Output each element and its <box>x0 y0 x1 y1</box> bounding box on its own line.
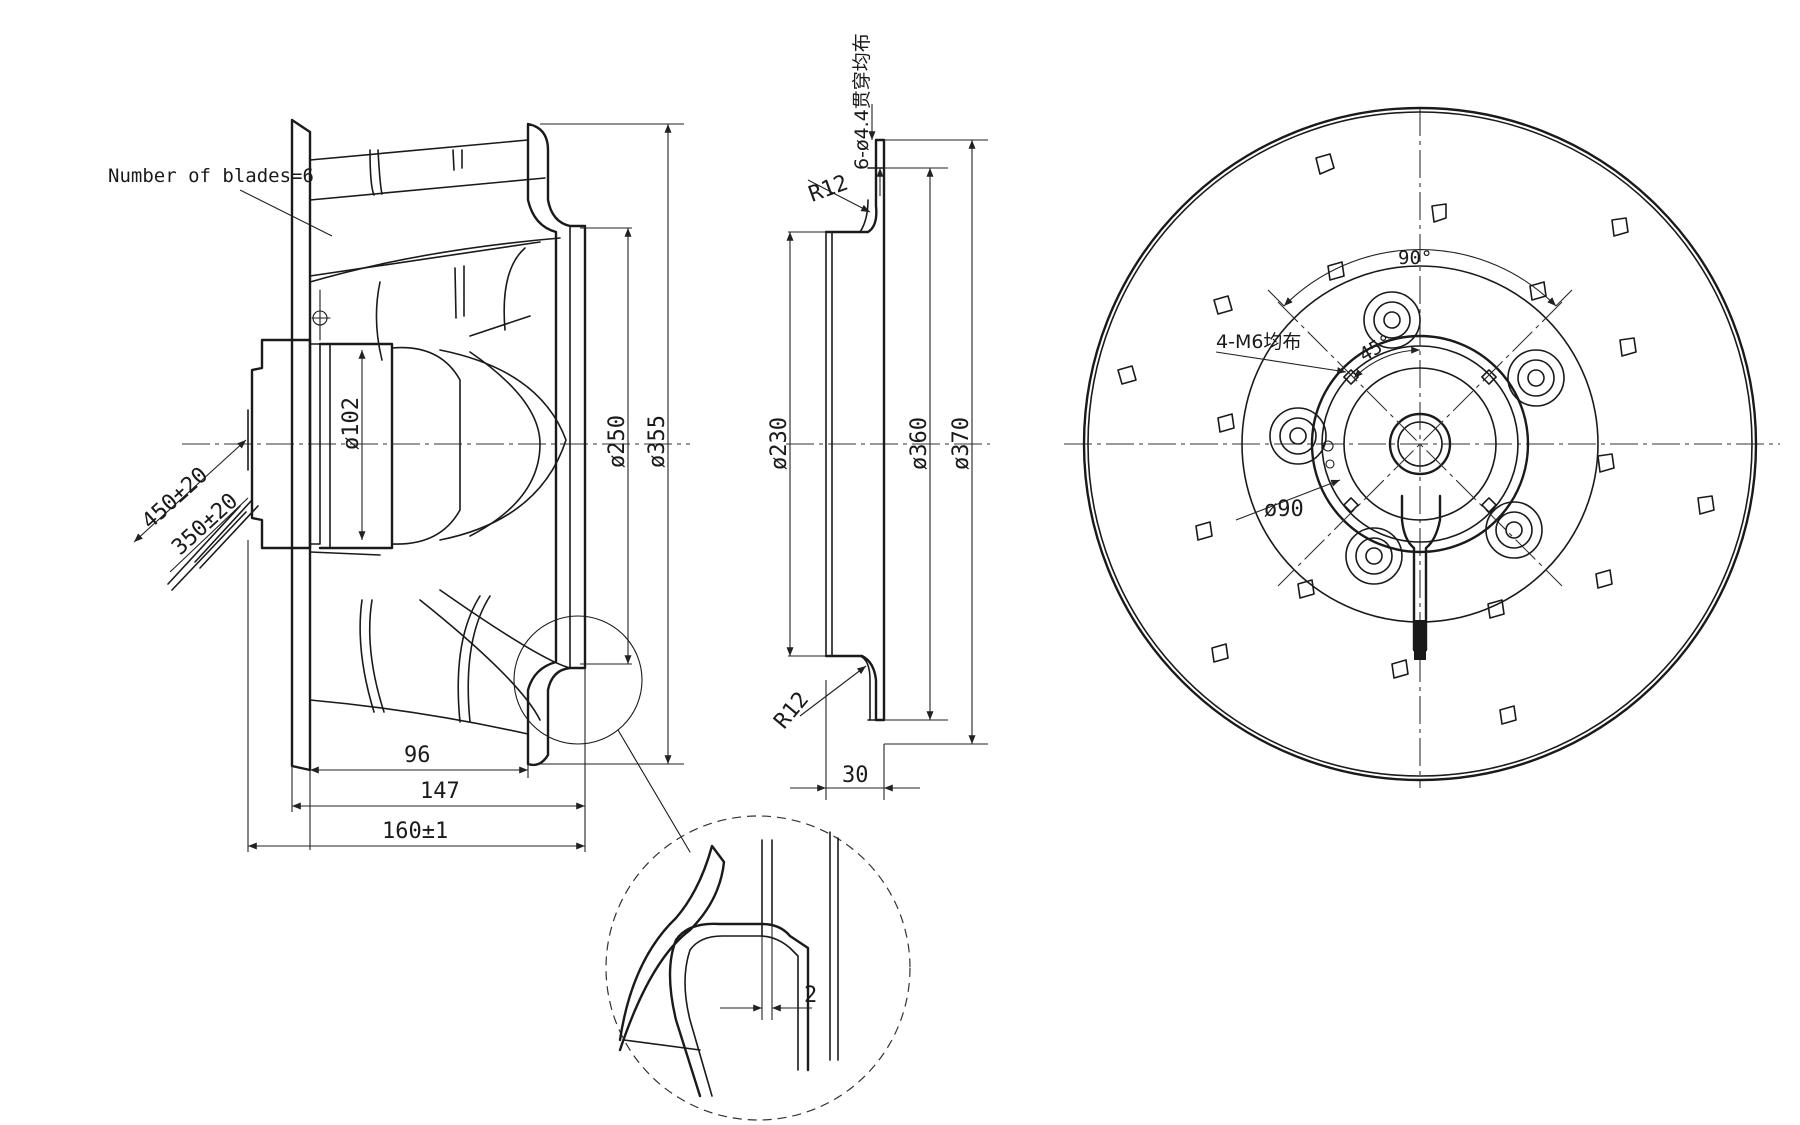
dim-d230: ø230 <box>767 417 792 470</box>
side-view: Number of blades=6 ø102 ø250 ø355 96 147… <box>108 118 691 853</box>
front-view: 90° 45° 4-M6均布 ø90 <box>1064 106 1780 788</box>
m6-holes <box>1322 369 1497 513</box>
angle-45: 45° <box>1356 330 1397 366</box>
dim-d90: ø90 <box>1264 497 1304 522</box>
dim-d250: ø250 <box>605 415 630 468</box>
thread-note: 4-M6均布 <box>1216 331 1301 353</box>
dim-30: 30 <box>842 763 869 788</box>
detail-view: 2 <box>605 815 911 1121</box>
blade-slots <box>1117 153 1715 725</box>
gap-dim: 2 <box>804 983 817 1008</box>
dim-d370: ø370 <box>949 417 974 470</box>
inlet-ring-view: 6-ø4.4贯穿均布 R12 R12 ø230 ø360 ø370 30 <box>767 33 990 800</box>
dim-160: 160±1 <box>382 819 448 844</box>
dim-d355: ø355 <box>645 415 670 468</box>
dim-147: 147 <box>420 779 460 804</box>
hole-note: 6-ø4.4贯穿均布 <box>851 33 873 170</box>
radius-bottom: R12 <box>769 687 814 734</box>
dim-d360: ø360 <box>907 417 932 470</box>
mount-bosses <box>1269 291 1565 585</box>
radius-top: R12 <box>806 171 852 208</box>
dim-96: 96 <box>404 743 431 768</box>
blades-note: Number of blades=6 <box>108 165 314 187</box>
dim-d102: ø102 <box>339 397 364 450</box>
angle-90: 90° <box>1398 247 1432 269</box>
